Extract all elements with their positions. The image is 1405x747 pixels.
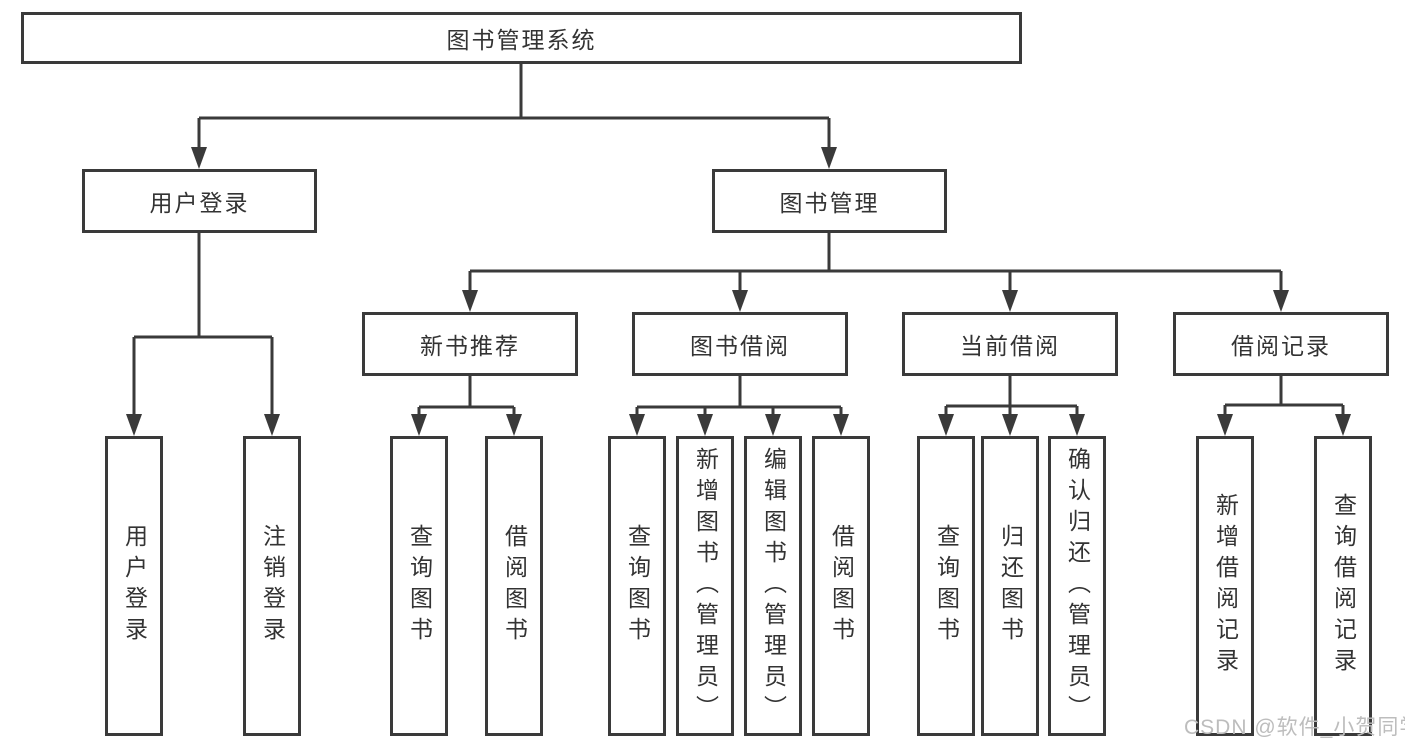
leaf-current-return-books: 归还图书 [981, 436, 1039, 736]
node-current-borrow-label: 当前借阅 [960, 333, 1060, 359]
leaf-recommend-query-books-label: 查询图书 [406, 524, 433, 648]
leaf-borrow-borrow-books: 借阅图书 [812, 436, 870, 736]
leaf-user-login: 用户登录 [105, 436, 163, 736]
node-book-borrow: 图书借阅 [632, 312, 848, 376]
leaf-records-add-record-label: 新增借阅记录 [1212, 493, 1239, 679]
node-borrow-records: 借阅记录 [1173, 312, 1389, 376]
leaf-borrow-edit-books: 编辑图书（管理员） [744, 436, 802, 736]
leaf-current-query-books: 查询图书 [917, 436, 975, 736]
leaf-borrow-query-books-label: 查询图书 [624, 524, 651, 648]
node-borrow-records-label: 借阅记录 [1231, 333, 1331, 359]
leaf-borrow-query-books: 查询图书 [608, 436, 666, 736]
node-user-login-label: 用户登录 [149, 190, 250, 216]
csdn-watermark: CSDN @软件_小贺同学 [1184, 716, 1405, 739]
leaf-logout-label: 注销登录 [259, 524, 286, 648]
leaf-user-login-label: 用户登录 [121, 524, 148, 648]
node-user-login: 用户登录 [82, 169, 317, 233]
leaf-borrow-borrow-books-label: 借阅图书 [828, 524, 855, 648]
leaf-recommend-borrow-books-label: 借阅图书 [501, 524, 528, 648]
leaf-records-add-record: 新增借阅记录 [1196, 436, 1254, 736]
node-new-book-recommend-label: 新书推荐 [420, 333, 520, 359]
leaf-current-query-books-label: 查询图书 [933, 524, 960, 648]
node-root-label: 图书管理系统 [446, 27, 597, 53]
leaf-borrow-add-books-label: 新增图书（管理员） [692, 446, 719, 726]
leaf-current-confirm-return: 确认归还（管理员） [1048, 436, 1106, 736]
leaf-borrow-edit-books-label: 编辑图书（管理员） [760, 446, 787, 726]
node-root-library-management-system: 图书管理系统 [21, 12, 1022, 64]
leaf-recommend-borrow-books: 借阅图书 [485, 436, 543, 736]
leaf-records-query-record: 查询借阅记录 [1314, 436, 1372, 736]
node-book-borrow-label: 图书借阅 [690, 333, 790, 359]
leaf-borrow-add-books: 新增图书（管理员） [676, 436, 734, 736]
leaf-current-confirm-return-label: 确认归还（管理员） [1064, 446, 1091, 726]
leaf-current-return-books-label: 归还图书 [997, 524, 1024, 648]
node-book-management-label: 图书管理 [779, 190, 880, 216]
node-current-borrow: 当前借阅 [902, 312, 1118, 376]
node-new-book-recommend: 新书推荐 [362, 312, 578, 376]
leaf-records-query-record-label: 查询借阅记录 [1330, 493, 1357, 679]
node-book-management: 图书管理 [712, 169, 947, 233]
leaf-recommend-query-books: 查询图书 [390, 436, 448, 736]
leaf-logout: 注销登录 [243, 436, 301, 736]
